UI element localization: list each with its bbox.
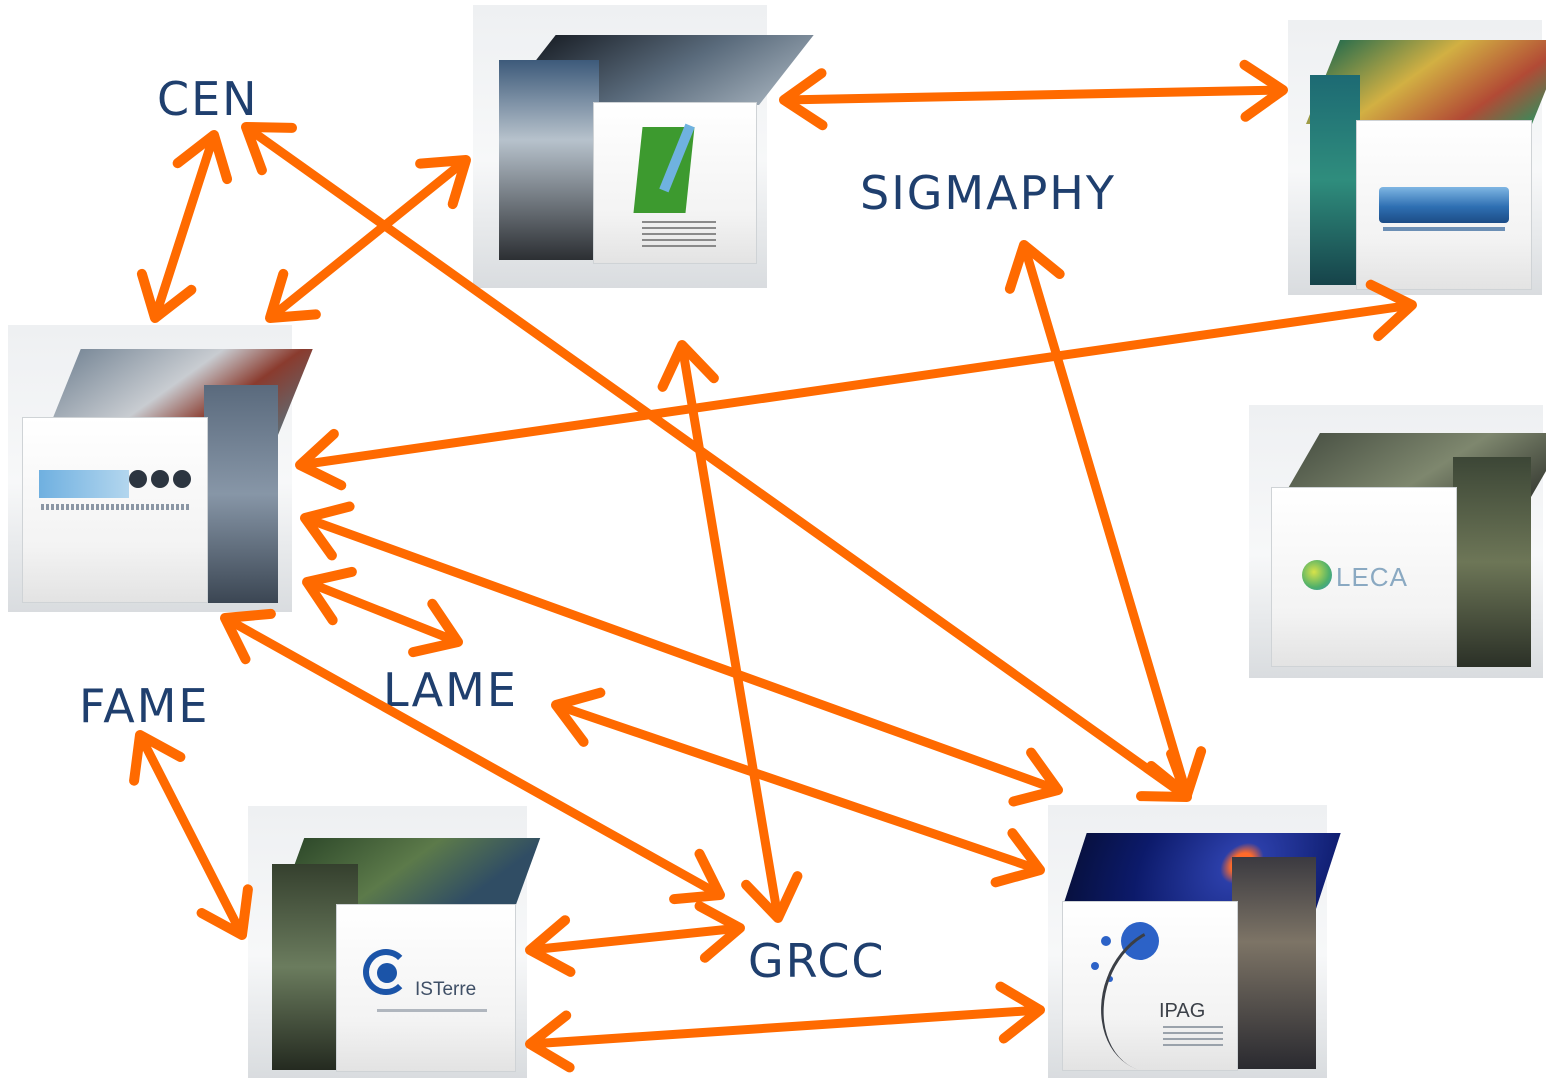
cube-side-face <box>204 385 278 603</box>
lgge-logo-icon <box>39 470 129 498</box>
lame-ipag-arrow-head-end <box>990 828 1045 888</box>
cen-lgge-arrow <box>136 130 233 323</box>
isterre-logo-caption <box>377 1009 487 1012</box>
ipag-cube-image: IPAG <box>1048 805 1341 1090</box>
grcc-lthe-arrow-head-end <box>741 871 803 923</box>
ipag-logo-dot <box>1107 976 1113 982</box>
cube-side-face <box>499 60 599 260</box>
lthe-lgge-arrow-head-start <box>415 155 471 210</box>
grcc-lthe-arrow <box>657 340 803 923</box>
fame-isterre-arrow-shaft <box>135 730 247 940</box>
legi-logo-icon <box>1379 187 1509 223</box>
isterre-cube-image: ISTerre <box>248 806 541 1078</box>
isterre-ipag-arrow-head-start <box>525 1010 575 1073</box>
legi-lgge-arrow-head-start <box>1365 279 1417 342</box>
isterre-ipag-arrow-shaft <box>525 1005 1045 1049</box>
lgge-lame-arrow-head-start <box>302 566 357 626</box>
cube-front-face <box>593 102 757 264</box>
lgge-grcc-arrow-head-start <box>220 608 276 665</box>
cube-front-face: LECA <box>1271 487 1457 667</box>
legi-lgge-arrow-head-end <box>295 428 347 491</box>
isterre-ipag-arrow <box>525 981 1045 1073</box>
lgge-cube-image <box>8 325 313 612</box>
lgge-ipag-arrow-head-end <box>1008 747 1063 807</box>
sigmaphy-ipag-arrow-head-end <box>1146 746 1207 800</box>
isterre-logo-text: ISTerre <box>415 979 477 1000</box>
lame-ipag-arrow-shaft <box>551 700 1045 875</box>
cube-front-face <box>22 417 208 603</box>
lgge-grcc-arrow-head-end <box>669 848 725 905</box>
lthe-logo-caption <box>642 221 716 247</box>
sigmaphy-ipag-arrow-head-start <box>1004 240 1065 294</box>
lthe-legi-arrow <box>779 59 1288 131</box>
lgge-ipag-arrow-shaft <box>300 513 1063 795</box>
sigmaphy-ipag-arrow-shaft <box>1019 240 1192 800</box>
legi-lgge-arrow <box>295 279 1417 491</box>
lgge-ipag-arrow <box>300 501 1063 807</box>
leca-logo-icon <box>1302 560 1332 590</box>
ipag-logo-text: IPAG <box>1159 1000 1206 1022</box>
leca-cube-image: LECA <box>1249 405 1546 678</box>
lthe-legi-arrow-shaft <box>779 85 1288 105</box>
lthe-legi-arrow-head-start <box>779 68 828 131</box>
lame-label: LAME <box>383 663 518 717</box>
isterre-grcc-arrow-head-end <box>694 901 745 963</box>
sigmaphy-ipag-arrow <box>1004 240 1207 800</box>
lame-ipag-arrow-head-start <box>551 687 606 747</box>
lgge-logo-caption <box>41 504 191 510</box>
fame-isterre-arrow <box>129 730 253 940</box>
cen-label: CEN <box>157 72 259 126</box>
isterre-grcc-arrow <box>525 901 745 977</box>
lgge-lame-arrow-head-end <box>408 598 463 658</box>
isterre-grcc-arrow-shaft <box>525 923 745 955</box>
isterre-logo-dot <box>377 963 397 983</box>
lthe-lgge-arrow <box>265 155 471 323</box>
cen-lgge-arrow-head-start <box>172 130 233 185</box>
ipag-logo-caption <box>1163 1026 1223 1050</box>
lgge-logo-dot <box>173 470 191 488</box>
lthe-lgge-arrow-head-end <box>265 268 321 323</box>
grcc-label: GRCC <box>748 934 886 988</box>
legi-lgge-arrow-shaft <box>295 300 1417 470</box>
isterre-logo-icon <box>363 949 409 995</box>
cube-side-face <box>1310 75 1360 285</box>
isterre-ipag-arrow-head-end <box>995 981 1045 1044</box>
fame-isterre-arrow-head-end <box>196 884 253 940</box>
leca-logo-text: LECA <box>1336 562 1408 592</box>
lgge-ipag-arrow-head-start <box>300 501 355 561</box>
lgge-logo-dot <box>151 470 169 488</box>
fame-label: FAME <box>79 679 210 733</box>
lgge-grcc-arrow-shaft <box>220 613 725 900</box>
lthe-cube-image <box>473 5 814 288</box>
cube-side-face <box>1453 457 1531 667</box>
cen-lgge-arrow-shaft <box>150 130 219 323</box>
ipag-logo-dot <box>1091 962 1099 970</box>
fame-isterre-arrow-head-start <box>129 730 186 786</box>
grcc-lthe-arrow-head-start <box>657 340 719 392</box>
lthe-legi-arrow-head-end <box>1239 59 1288 122</box>
lgge-lame-arrow-shaft <box>302 577 463 647</box>
ipag-logo-planet <box>1121 922 1159 960</box>
legi-cube-image <box>1288 20 1546 295</box>
lame-ipag-arrow <box>551 687 1045 888</box>
cube-front-face <box>1356 120 1532 290</box>
cen-ipag-arrow-shaft <box>241 122 1192 802</box>
cube-front-face: IPAG <box>1062 901 1246 1090</box>
cube-front-face: ISTerre <box>336 904 516 1072</box>
cen-lgge-arrow-head-end <box>136 268 197 323</box>
legi-logo-caption <box>1383 227 1505 231</box>
lgge-lame-arrow <box>302 566 463 658</box>
ipag-logo-dot <box>1101 936 1111 946</box>
isterre-grcc-arrow-head-start <box>525 915 576 977</box>
lgge-grcc-arrow <box>220 608 725 905</box>
grcc-lthe-arrow-shaft <box>677 340 783 923</box>
sigmaphy-label: SIGMAPHY <box>860 166 1116 220</box>
lgge-logo-dot <box>129 470 147 488</box>
cen-ipag-arrow-head-start <box>241 122 297 176</box>
cube-side-face <box>1232 857 1316 1069</box>
lthe-lgge-arrow-shaft <box>265 155 471 323</box>
